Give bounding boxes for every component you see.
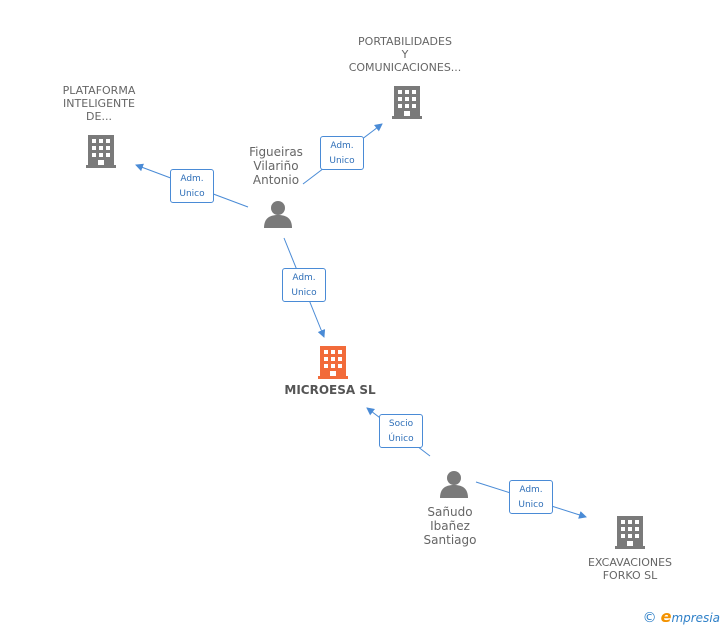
building-icon[interactable] — [615, 516, 645, 549]
relation-badge-sanudo-microesa[interactable]: Socio Único — [379, 414, 423, 448]
brand-logo[interactable]: ©empresia — [643, 607, 720, 626]
relation-badge-figueiras-microesa[interactable]: Adm. Unico — [282, 268, 326, 302]
company-label-excavaciones[interactable]: EXCAVACIONES FORKO SL — [587, 556, 673, 582]
person-icon[interactable] — [440, 471, 468, 498]
relation-badge-sanudo-excavaciones[interactable]: Adm. Unico — [509, 480, 553, 514]
person-label-sanudo[interactable]: Sañudo Ibañez Santiago — [423, 505, 477, 547]
building-icon-focus[interactable] — [318, 346, 348, 379]
person-icon[interactable] — [264, 201, 292, 228]
building-icon[interactable] — [392, 86, 422, 119]
building-icon[interactable] — [86, 135, 116, 168]
brand-name: mpresia — [671, 611, 720, 625]
relation-badge-figueiras-plataforma[interactable]: Adm. Unico — [170, 169, 214, 203]
company-label-microesa[interactable]: MICROESA SL — [284, 383, 376, 397]
company-label-plataforma[interactable]: PLATAFORMA INTELIGENTE DE... — [62, 84, 136, 123]
brand-initial: e — [660, 607, 672, 626]
company-label-portabilidades[interactable]: PORTABILIDADES Y COMUNICACIONES... — [348, 35, 462, 74]
person-label-figueiras[interactable]: Figueiras Vilariño Antonio — [249, 145, 303, 187]
relation-badge-figueiras-portabilidades[interactable]: Adm. Unico — [320, 136, 364, 170]
copyright-icon: © — [642, 610, 657, 626]
